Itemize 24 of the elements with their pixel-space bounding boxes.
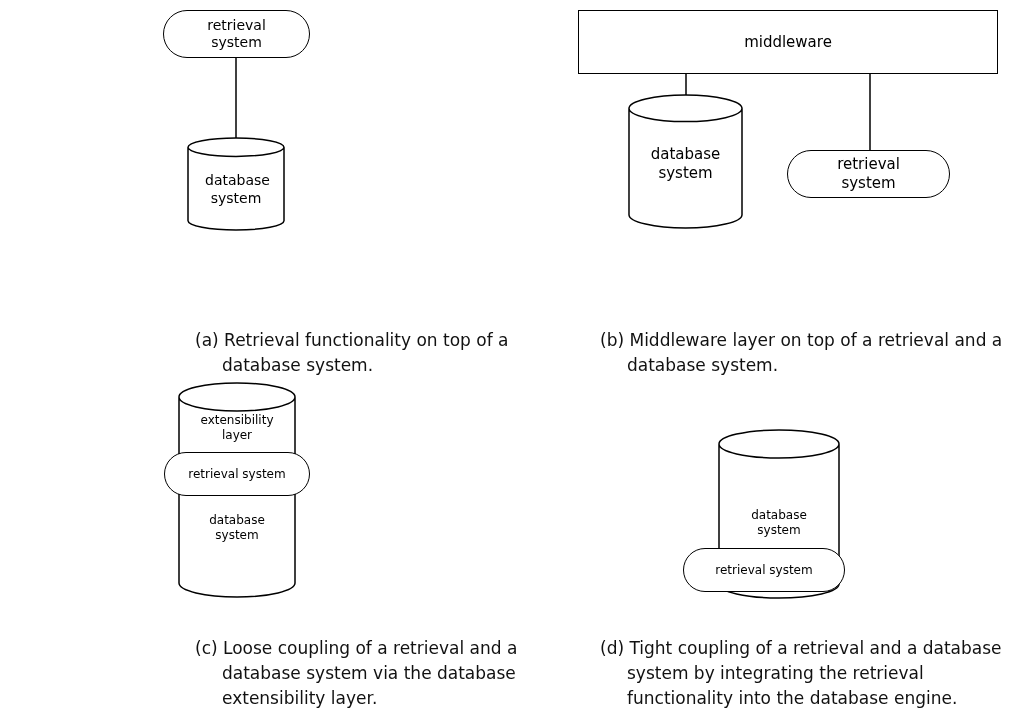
rounded-box: [683, 548, 845, 592]
node-label: database system: [649, 145, 722, 183]
rounded-box: [163, 10, 310, 58]
process-box: [578, 10, 998, 74]
node-label: retrieval system: [187, 466, 287, 482]
caption: (a) Retrieval functionality on top of a database system.: [195, 329, 510, 377]
database-cylinder: [187, 138, 285, 230]
node-label: middleware: [743, 32, 833, 52]
caption: (d) Tight coupling of a retrieval and a database system by integrating the retrieval functionality into the database engine.: [600, 637, 1003, 710]
rounded-box: [164, 452, 310, 496]
node-label: database system: [750, 508, 808, 538]
node-label: retrieval system: [206, 16, 267, 52]
node-label: retrieval system: [836, 155, 901, 193]
caption: (b) Middleware layer on top of a retrieval and a database system.: [600, 329, 1004, 377]
caption: (c) Loose coupling of a retrieval and a database system via the database extensibility layer.: [195, 637, 519, 710]
node-label: database system: [208, 513, 266, 543]
rounded-box: [787, 150, 950, 198]
node-label: database system: [204, 172, 271, 207]
node-label: extensibility layer: [199, 413, 275, 443]
connector-line: [235, 57, 237, 139]
connector-line: [869, 73, 871, 151]
connector-line: [685, 73, 687, 96]
node-label: retrieval system: [714, 562, 814, 578]
database-cylinder: [628, 95, 743, 228]
